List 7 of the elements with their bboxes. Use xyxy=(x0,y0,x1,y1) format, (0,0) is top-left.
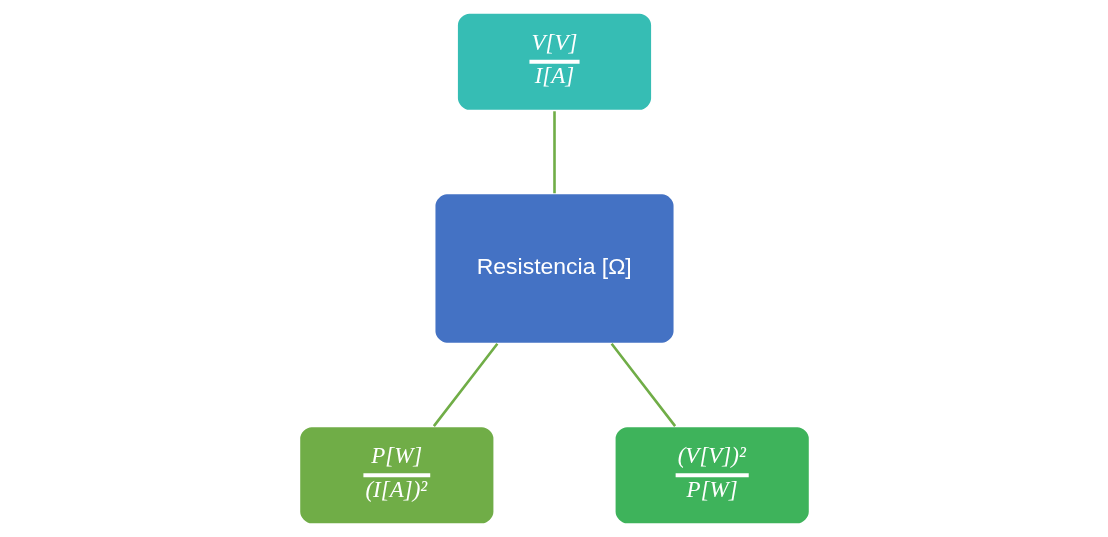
connector xyxy=(552,111,556,194)
node-box: Resistencia [Ω] xyxy=(432,192,676,345)
node-box: V[V] I[A] xyxy=(455,11,653,112)
connector xyxy=(432,342,498,427)
node-box: P[W] (I[A])² xyxy=(297,425,495,526)
node-box: (V[V])² P[W] xyxy=(613,425,811,526)
connector xyxy=(610,342,676,427)
